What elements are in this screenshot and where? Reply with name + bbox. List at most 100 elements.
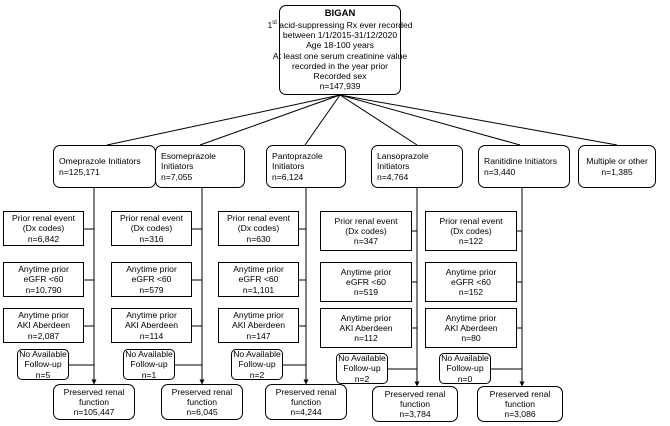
box-line-2: Follow-up: [238, 359, 276, 370]
no-followup-box-ranitidine: No Available Follow-up n=0: [439, 353, 491, 384]
box-line-1: Anytime prior: [445, 312, 497, 323]
cohort-box: BIGAN 1st acid-suppressing Rx ever recor…: [267, 5, 413, 95]
box-count: n=4,244: [290, 407, 322, 418]
cohort-criteria-5: recorded in the year prior: [291, 60, 388, 71]
box-line-1: No Available: [125, 349, 173, 360]
box-line-1: Anytime prior: [126, 264, 177, 275]
box-line-1: Anytime prior: [126, 310, 177, 321]
box-line-1: Preserved renal: [171, 386, 233, 397]
box-count: n=1,101: [242, 284, 275, 295]
box-count: n=347: [353, 236, 379, 247]
box-line-2: (Dx codes): [130, 223, 173, 234]
box-count: n=2: [354, 373, 370, 384]
box-count: n=1: [141, 369, 157, 380]
initiator-label-2: Initiators: [272, 161, 305, 172]
preserved-box-omeprazole: Preserved renal function n=105,447: [53, 384, 135, 420]
box-line-1: No Available: [233, 349, 281, 360]
initiator-box-omeprazole: Omeprazole Initiators n=125,171: [53, 145, 156, 188]
box-line-1: Prior renal event: [11, 213, 76, 224]
aki-box-esomeprazole: Anytime prior AKI Aberdeen n=114: [111, 308, 192, 343]
initiator-count: n=4,764: [377, 171, 409, 182]
cohort-criteria-2: between 1/1/2015-31/12/2020: [282, 29, 398, 40]
initiator-label-2: Initiators: [377, 161, 410, 172]
initiator-count: n=6,124: [272, 171, 304, 182]
box-line-2: Follow-up: [24, 359, 62, 370]
initiator-box-esomeprazole: Esomeprazole Initiators n=7,055: [155, 145, 245, 188]
initiator-label: Esomeprazole: [161, 151, 216, 162]
box-count: n=10,790: [25, 284, 62, 295]
box-count: n=80: [461, 333, 481, 344]
box-line-2: eGFR <60: [346, 276, 386, 287]
no-followup-box-lansoprazole: No Available Follow-up n=2: [336, 353, 388, 384]
cohort-title: BIGAN: [324, 8, 356, 20]
no-followup-box-omeprazole: No Available Follow-up n=5: [17, 349, 69, 380]
box-line-2: AKI Aberdeen: [231, 320, 286, 331]
box-line-1: Preserved renal: [489, 388, 551, 399]
box-line-1: Anytime prior: [233, 264, 284, 275]
box-line-1: Preserved renal: [63, 386, 125, 397]
box-line-1: Prior renal event: [226, 213, 291, 224]
initiator-label: Multiple or other: [586, 156, 648, 167]
initiator-count: n=7,055: [161, 171, 193, 182]
initiator-label: Lansoprazole: [377, 151, 429, 162]
box-line-1: Anytime prior: [18, 310, 69, 321]
box-line-1: Prior renal event: [334, 215, 398, 226]
box-line-2: Follow-up: [446, 363, 484, 374]
box-count: n=6,045: [186, 407, 218, 418]
initiator-count: n=3,440: [484, 166, 516, 177]
aki-box-pantoprazole: Anytime prior AKI Aberdeen n=147: [218, 308, 299, 343]
box-count: n=0: [457, 373, 473, 384]
box-line-2: function: [504, 398, 536, 409]
box-count: n=579: [139, 284, 164, 295]
connector-top-ranitidine: [339, 94, 521, 146]
initiator-label-2: Initiators: [161, 161, 194, 172]
box-line-1: No Available: [338, 353, 386, 364]
box-line-2: function: [186, 396, 218, 407]
box-line-2: AKI Aberdeen: [124, 320, 179, 331]
box-line-2: (Dx codes): [22, 223, 65, 234]
preserved-box-ranitidine: Preserved renal function n=3,086: [477, 386, 563, 422]
connector-top-esomeprazole: [199, 94, 341, 146]
prior-renal-box-pantoprazole: Prior renal event (Dx codes) n=630: [218, 211, 299, 246]
initiator-count: n=125,171: [59, 166, 100, 177]
egfr-box-lansoprazole: Anytime prior eGFR <60 n=519: [320, 262, 412, 302]
initiator-box-multiple: Multiple or other n=1,385: [578, 145, 656, 188]
box-line-1: Anytime prior: [445, 266, 497, 277]
box-line-2: (Dx codes): [345, 225, 387, 236]
aki-box-omeprazole: Anytime prior AKI Aberdeen n=2,087: [3, 308, 84, 343]
cohort-criteria-3: Age 18-100 years: [306, 40, 374, 51]
initiator-label: Ranitidine Initiators: [484, 156, 558, 167]
box-count: n=316: [139, 233, 164, 244]
box-line-2: Follow-up: [130, 359, 168, 370]
initiator-label: Pantoprazole: [272, 151, 323, 162]
prior-renal-box-ranitidine: Prior renal event (Dx codes) n=122: [425, 211, 517, 251]
box-line-1: Anytime prior: [340, 266, 392, 277]
box-line-2: (Dx codes): [237, 223, 280, 234]
prior-renal-box-lansoprazole: Prior renal event (Dx codes) n=347: [320, 211, 412, 251]
box-line-1: Anytime prior: [233, 310, 284, 321]
preserved-box-pantoprazole: Preserved renal function n=4,244: [265, 384, 347, 420]
cohort-criteria-1: 1st acid-suppressing Rx ever recorded: [267, 19, 413, 30]
box-count: n=6,842: [27, 233, 60, 244]
box-count: n=2,087: [27, 330, 60, 341]
prior-renal-box-omeprazole: Prior renal event (Dx codes) n=6,842: [3, 211, 84, 246]
box-line-1: Preserved renal: [384, 388, 446, 399]
connector-top-multiple: [339, 94, 618, 146]
box-count: n=519: [353, 287, 379, 298]
box-line-1: No Available: [441, 353, 489, 364]
initiator-box-pantoprazole: Pantoprazole Initiators n=6,124: [266, 145, 346, 188]
box-line-2: eGFR <60: [238, 274, 279, 285]
preserved-box-lansoprazole: Preserved renal function n=3,784: [372, 386, 458, 422]
box-count: n=152: [458, 287, 484, 298]
box-count: n=3,784: [399, 409, 431, 420]
no-followup-box-pantoprazole: No Available Follow-up n=2: [231, 349, 283, 380]
box-line-2: AKI Aberdeen: [339, 322, 393, 333]
cohort-criteria-4: At least one serum creatinine value: [272, 50, 408, 61]
box-line-2: (Dx codes): [450, 225, 492, 236]
initiator-box-lansoprazole: Lansoprazole Initiators n=4,764: [371, 145, 463, 188]
box-line-2: eGFR <60: [131, 274, 172, 285]
box-line-2: eGFR <60: [23, 274, 64, 285]
box-line-1: Preserved renal: [275, 386, 337, 397]
